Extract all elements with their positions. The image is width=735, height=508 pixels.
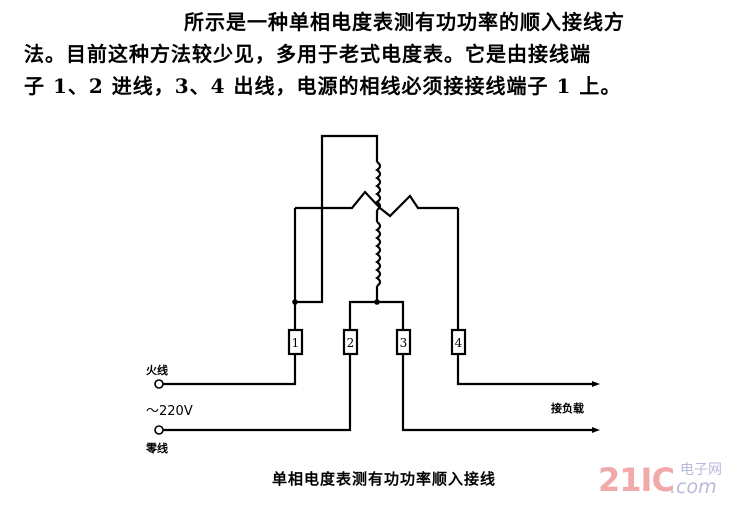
watermark-logo: 21IC 电子网 .com bbox=[598, 462, 728, 502]
description-paragraph: 所示是一种单相电度表测有功功率的顺入接线方 法。目前这种方法较少见，多用于老式电… bbox=[24, 6, 724, 102]
terminal-3-label: 3 bbox=[400, 336, 408, 350]
neutral-label: 零线 bbox=[146, 442, 168, 455]
terminal-1-label: 1 bbox=[292, 336, 300, 350]
diagram-caption: 单相电度表测有功功率顺入接线 bbox=[272, 470, 497, 488]
watermark-number: 21IC bbox=[598, 461, 675, 499]
live-label: 火线 bbox=[146, 364, 168, 377]
output-wire-4 bbox=[456, 354, 596, 386]
watermark-chinese: 电子网 bbox=[680, 462, 722, 478]
paragraph-line-3: 子 1、2 进线，3、4 出线，电源的相线必须接接线端子 1 上。 bbox=[24, 74, 622, 98]
paragraph-line-1: 所示是一种单相电度表测有功功率的顺入接线方 bbox=[184, 10, 625, 34]
paragraph-line-2: 法。目前这种方法较少见，多用于老式电度表。它是由接线端 bbox=[24, 42, 591, 66]
terminal-2-label: 2 bbox=[347, 336, 355, 350]
live-input-terminal bbox=[154, 379, 164, 389]
load-label: 接负载 bbox=[551, 402, 584, 415]
neutral-wire bbox=[163, 354, 352, 432]
output-wire-3 bbox=[401, 354, 596, 432]
live-wire bbox=[163, 354, 297, 386]
voltage-coil-lower bbox=[375, 221, 382, 287]
arrow-icon bbox=[592, 427, 600, 433]
voltage-loop-wire bbox=[320, 134, 379, 300]
neutral-input-terminal bbox=[154, 425, 164, 435]
watermark-domain: .com bbox=[670, 476, 717, 498]
voltage-label: ～220V bbox=[146, 404, 193, 419]
current-coil-wire bbox=[295, 190, 458, 218]
voltage-coil-upper bbox=[375, 161, 382, 211]
terminal-4-label: 4 bbox=[455, 336, 463, 350]
arrow-icon bbox=[592, 381, 600, 387]
